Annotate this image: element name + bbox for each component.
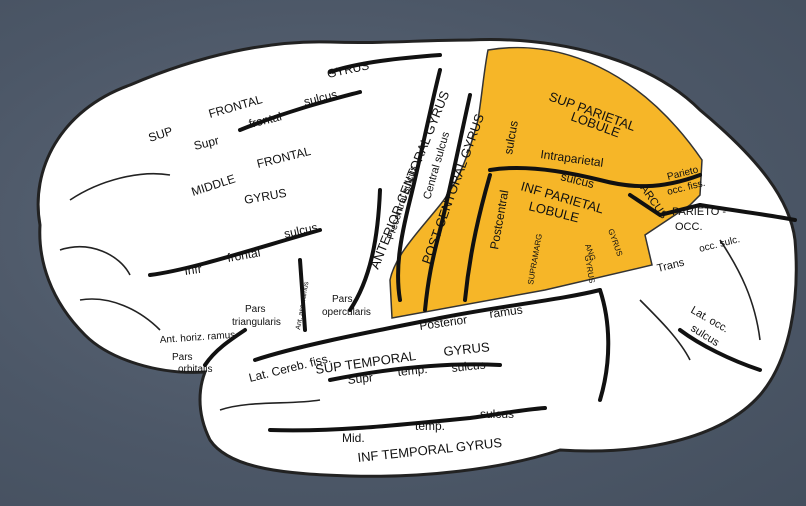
parietal-lobe-highlight (389, 46, 703, 319)
label-mid: Mid. (342, 431, 365, 445)
label-pars-triangularis-2: triangularis (232, 317, 281, 328)
label-occ: OCC. (675, 221, 703, 233)
label-posterior: Posterior (418, 312, 468, 333)
label-supr-frontal: Supr (192, 133, 220, 153)
label-ant-horiz-ramus: Ant. horiz. ramus (159, 330, 235, 346)
label-sulcus-postc: sulcus (501, 120, 521, 156)
label-temp-mid: temp. (415, 419, 445, 433)
label-temp: temp. (397, 362, 428, 379)
label-frontal-low: frontal (226, 245, 261, 265)
label-pars-orbitalis-1: Pars (172, 352, 193, 363)
label-parieto-occ: PARIETO - (672, 206, 726, 218)
label-pars-opercularis-2: opercularis (322, 307, 371, 318)
label-pars-orbitalis-2: orbitalis (178, 364, 212, 375)
label-sulcus-low: sulcus (283, 220, 319, 241)
label-infr: Infr (183, 262, 202, 278)
label-pars-opercularis-1: Pars (332, 294, 353, 305)
label-pars-triangularis-1: Pars (245, 304, 266, 315)
label-gyrus-sup-temp: GYRUS (443, 339, 491, 359)
label-sulcus-temp: sulcus (451, 358, 486, 375)
label-sulcus-mid: sulcus (480, 407, 514, 421)
sulci-lines (148, 53, 797, 433)
gyri-detail-lines (59, 172, 761, 411)
label-supr: Supr (347, 370, 374, 387)
label-ramus: ramus (488, 302, 523, 321)
